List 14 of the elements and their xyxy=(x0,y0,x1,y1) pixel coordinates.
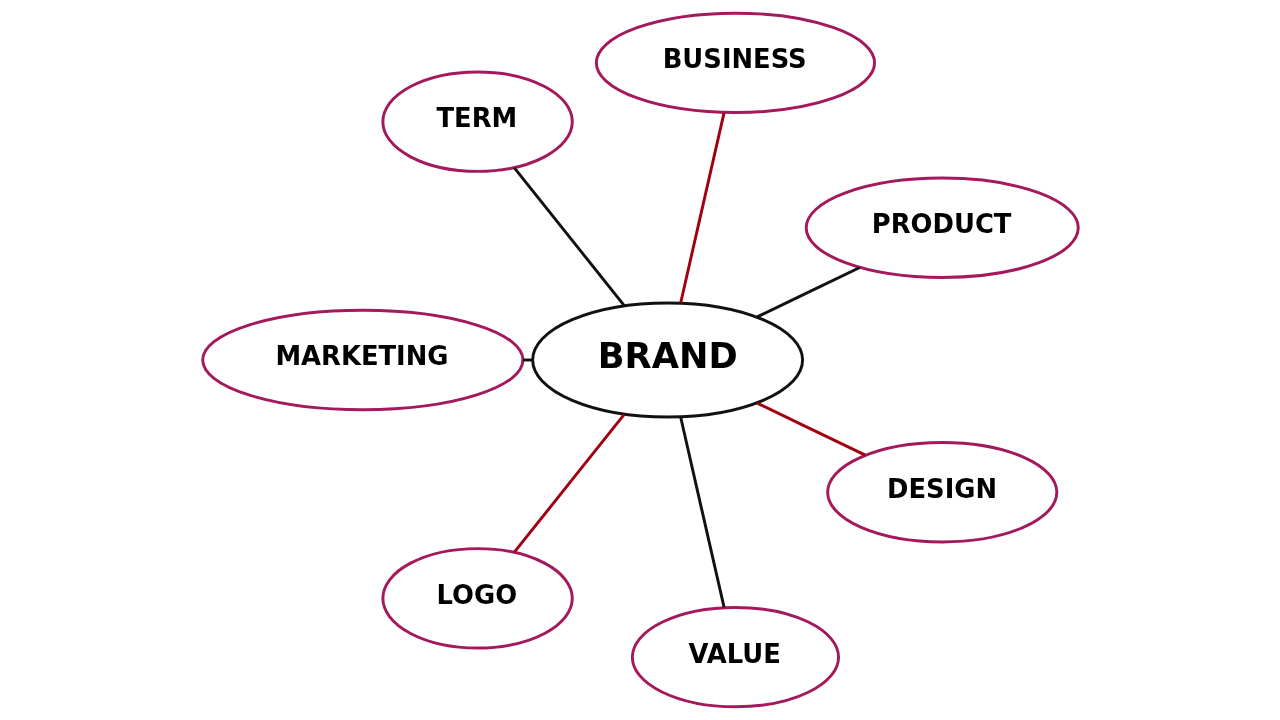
connector xyxy=(756,401,866,457)
connector xyxy=(678,416,726,608)
node-ellipse: BRAND xyxy=(530,301,804,419)
node-ellipse: BUSINESS xyxy=(594,11,876,114)
node-ellipse: DESIGN xyxy=(825,441,1058,544)
node-ellipse: PRODUCT xyxy=(804,176,1080,279)
node-ellipse: VALUE xyxy=(630,606,840,709)
node-ellipse: MARKETING xyxy=(200,308,524,412)
connector xyxy=(512,413,625,554)
connector xyxy=(678,112,726,304)
connector xyxy=(756,266,860,319)
node-ellipse: LOGO xyxy=(380,547,574,650)
node-ellipse: TERM xyxy=(380,70,574,173)
connector xyxy=(512,166,625,307)
